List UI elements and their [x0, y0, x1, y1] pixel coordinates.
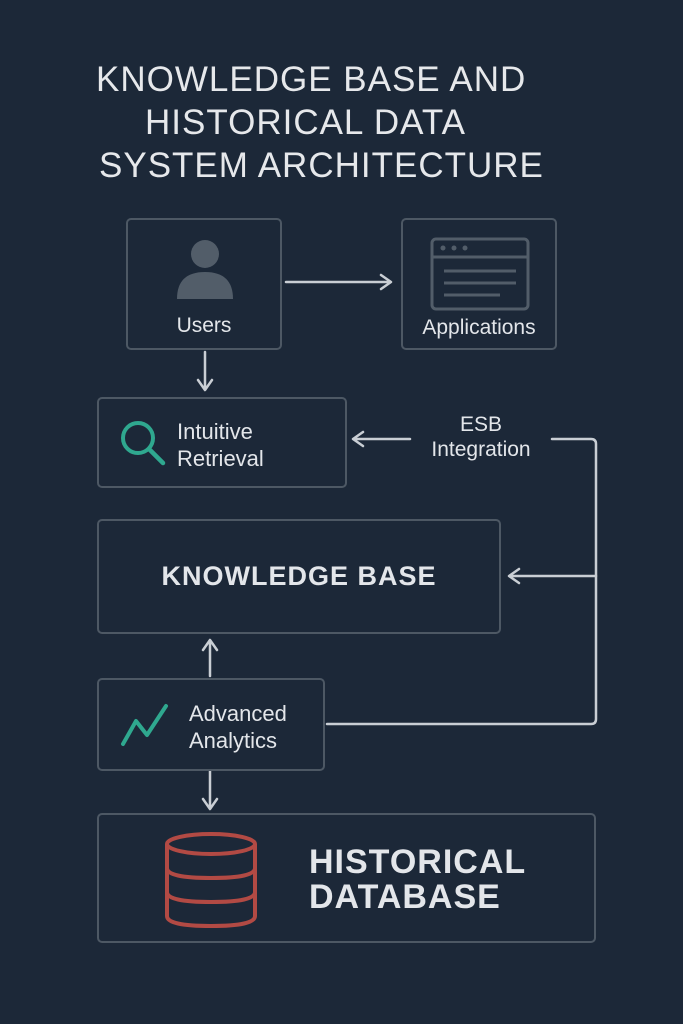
advanced-analytics-label-line-2: Analytics [189, 728, 278, 753]
intuitive-retrieval-label-line-2: Retrieval [177, 446, 264, 471]
arrow-esb-to-retrieval [351, 430, 412, 448]
advanced-analytics-node[interactable]: Advanced Analytics [97, 678, 325, 771]
user-icon [177, 240, 233, 299]
diagram-title: KNOWLEDGE BASE AND HISTORICAL DATA SYSTE… [0, 58, 683, 187]
historical-database-node[interactable]: HISTORICAL DATABASE [97, 813, 596, 943]
arrow-analytics-to-knowledge-base [201, 638, 219, 678]
users-node[interactable]: Users [126, 218, 282, 350]
title-line-3: SYSTEM ARCHITECTURE [99, 146, 544, 185]
database-icon [165, 832, 257, 929]
intuitive-retrieval-node[interactable]: Intuitive Retrieval [97, 397, 347, 488]
historical-database-label-line-1: HISTORICAL [309, 843, 527, 881]
esb-integration-label: ESB Integration [410, 412, 552, 462]
applications-label: Applications [422, 316, 536, 339]
arrow-users-to-retrieval [196, 350, 214, 392]
historical-database-label-line-2: DATABASE [309, 878, 501, 916]
app-window-icon [430, 237, 530, 311]
knowledge-base-label: KNOWLEDGE BASE [161, 561, 437, 591]
arrow-analytics-to-database [201, 769, 219, 811]
title-line-1: KNOWLEDGE BASE AND [96, 60, 527, 99]
intuitive-retrieval-label-line-1: Intuitive [177, 419, 253, 444]
knowledge-base-node[interactable]: KNOWLEDGE BASE [97, 519, 501, 634]
arrow-users-to-applications [284, 273, 393, 291]
title-line-2: HISTORICAL DATA [145, 103, 466, 142]
esb-label-line-1: ESB [459, 413, 503, 436]
esb-label-line-2: Integration [431, 438, 531, 461]
applications-node[interactable]: Applications [401, 218, 557, 350]
users-label: Users [176, 314, 232, 337]
trend-line-icon [121, 704, 168, 746]
arrow-esb-to-knowledge-base [507, 567, 598, 585]
advanced-analytics-label-line-1: Advanced [189, 701, 287, 726]
search-icon [121, 421, 166, 466]
esb-integration-loop [325, 437, 598, 726]
